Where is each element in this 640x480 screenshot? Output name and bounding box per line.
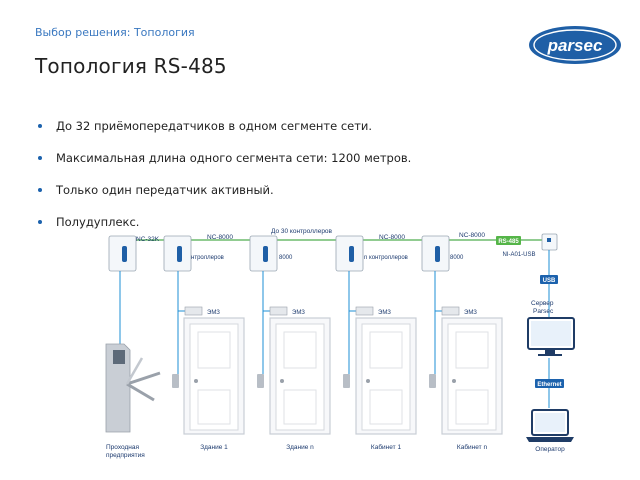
em-lock: ЭМЗ [355, 306, 391, 316]
converter-led [547, 238, 551, 242]
breadcrumb: Выбор решения: Топология [35, 26, 195, 39]
em-lock-label: ЭМЗ [464, 310, 477, 316]
controller-device [163, 235, 192, 272]
controller-device [108, 235, 137, 272]
door-label: Кабинет 1 [371, 443, 402, 451]
turnstile [105, 343, 161, 433]
bullet-dot [38, 156, 42, 160]
door-label: Здание n [286, 444, 314, 451]
converter-label: NI-A01-USB [502, 252, 535, 258]
bullet-item: Максимальная длина одного сегмента сети:… [36, 148, 411, 180]
bullet-dot [38, 220, 42, 224]
bullet-item: Только один передатчик активный. [36, 180, 411, 212]
ethernet-badge-text: Ethernet [537, 382, 561, 388]
door [355, 317, 417, 435]
bullet-text: Полудуплекс. [56, 215, 140, 229]
em-lock-label: ЭМЗ [207, 310, 220, 316]
svg-text:parsec: parsec [547, 36, 603, 55]
parsec-logo: parsec [529, 26, 621, 64]
controller-device [249, 235, 278, 272]
bullet-dot [38, 124, 42, 128]
usb-badge-text: USB [543, 278, 556, 284]
em-lock: ЭМЗ [441, 306, 477, 316]
bus-label: До 30 контроллеров [271, 228, 333, 235]
door [441, 317, 503, 435]
controller-group-label: n контроллеров [180, 255, 224, 261]
bus-label: NC-32K [136, 236, 160, 243]
em-lock-label: ЭМЗ [292, 310, 305, 316]
operator-laptop [526, 409, 574, 442]
rs485-badge [496, 236, 521, 245]
controller-device [335, 235, 364, 272]
controller-group-label: 8000 [450, 255, 464, 261]
bullet-item: Полудуплекс. [36, 212, 411, 244]
server-label-line: Сервер [531, 300, 554, 307]
card-reader [172, 374, 179, 388]
bus-label: NC-8000 [207, 234, 233, 241]
page-title: Топология RS-485 [35, 54, 227, 78]
turnstile-label-line: Проходная [106, 444, 139, 451]
door-label: Здание 1 [200, 444, 228, 451]
bus-label: NC-8000 [459, 232, 485, 239]
em-lock-label: ЭМЗ [378, 310, 391, 316]
server-label-line: Parsec [533, 308, 554, 315]
door-label: Кабинет n [457, 443, 488, 451]
bullet-text: Максимальная длина одного сегмента сети:… [56, 151, 412, 165]
ethernet-badge [535, 379, 564, 388]
usb-badge [540, 275, 558, 284]
turnstile-label-line: предприятия [106, 452, 145, 459]
bullet-text: До 32 приёмопередатчиков в одном сегмент… [56, 119, 373, 133]
controller-group-label: 8000 [279, 255, 293, 261]
card-reader [343, 374, 350, 388]
bullet-item: До 32 приёмопередатчиков в одном сегмент… [36, 116, 411, 148]
rs485-badge-text: RS-485 [498, 239, 519, 245]
door [269, 317, 331, 435]
operator-label: Оператор [535, 446, 565, 453]
em-lock: ЭМЗ [269, 306, 305, 316]
bullet-list: До 32 приёмопередатчиков в одном сегмент… [36, 116, 411, 244]
bullet-text: Только один передатчик активный. [56, 183, 274, 197]
bullet-dot [38, 188, 42, 192]
controller-group-label: n контроллеров [364, 255, 408, 261]
card-reader [429, 374, 436, 388]
card-reader [257, 374, 264, 388]
bus-label: NC-8000 [379, 234, 405, 241]
controller-device [421, 235, 450, 272]
server-monitor [527, 317, 575, 356]
em-lock: ЭМЗ [184, 306, 220, 316]
door [183, 317, 245, 435]
